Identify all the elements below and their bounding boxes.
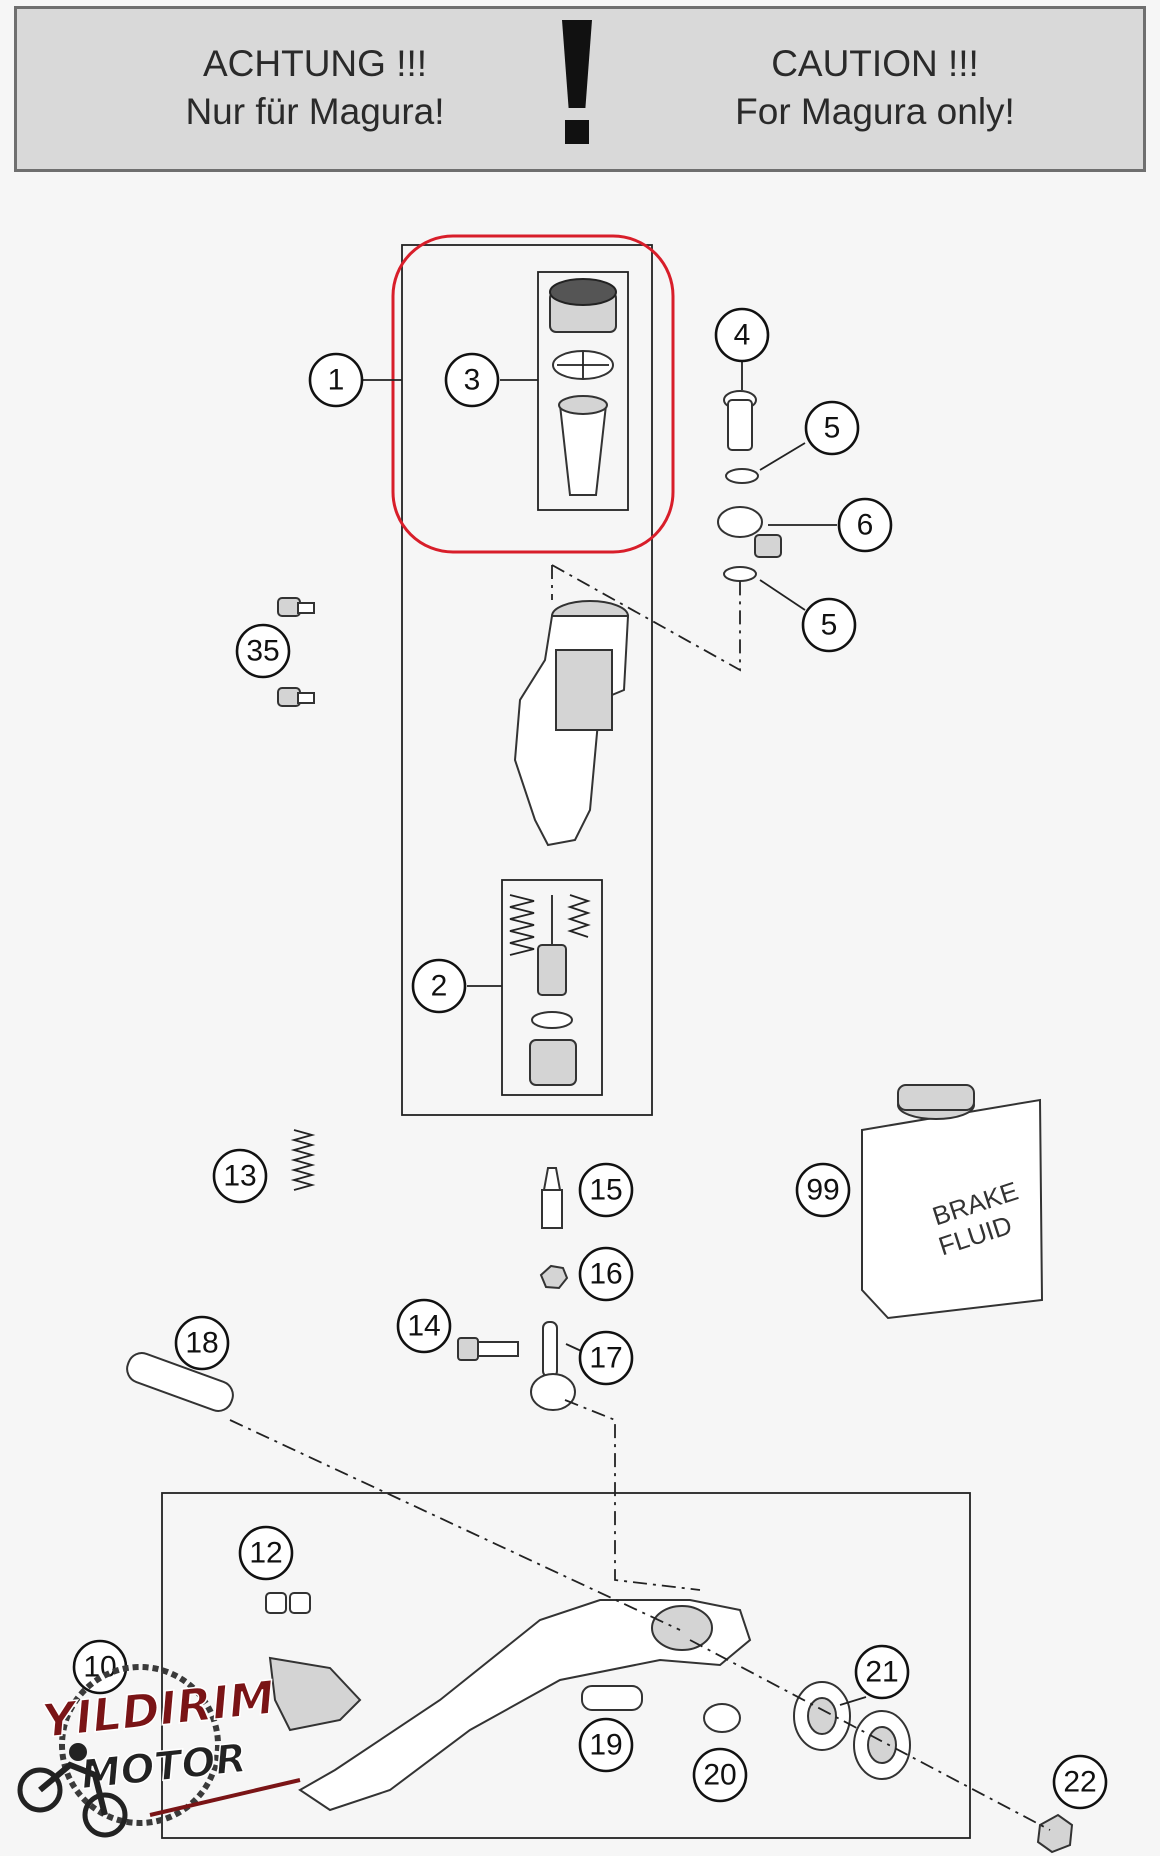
bushing-icon xyxy=(581,1685,643,1711)
svg-text:21: 21 xyxy=(865,1656,898,1689)
brake-fluid-can-icon: BRAKE FLUID xyxy=(861,1084,1044,1320)
svg-text:19: 19 xyxy=(589,1729,622,1762)
callout-17: 17 xyxy=(578,1330,634,1386)
svg-text:22: 22 xyxy=(1063,1766,1096,1799)
reservoir-cap-icon xyxy=(549,278,617,333)
svg-text:6: 6 xyxy=(857,509,874,542)
callout-16: 16 xyxy=(578,1246,634,1302)
watermark-ring-icon xyxy=(59,1664,221,1826)
callout-2: 2 xyxy=(411,958,467,1014)
pedal-pin-icon xyxy=(126,1352,234,1412)
svg-text:12: 12 xyxy=(249,1537,282,1570)
callout-22: 22 xyxy=(1052,1754,1108,1810)
master-cylinder-body-icon xyxy=(513,600,630,847)
callout-19: 19 xyxy=(578,1717,634,1773)
sealing-washer-icon-2 xyxy=(723,566,757,582)
banjo-fitting-icon xyxy=(717,506,782,558)
svg-text:17: 17 xyxy=(589,1342,622,1375)
hex-nut-icon xyxy=(1036,1813,1074,1854)
nut-icon xyxy=(539,1264,569,1290)
callout-18: 18 xyxy=(174,1315,230,1371)
callout-35: 35 xyxy=(235,623,291,679)
reservoir-diaphragm-icon xyxy=(552,350,614,380)
callout-20: 20 xyxy=(692,1747,748,1803)
callout-1: 1 xyxy=(308,352,364,408)
svg-text:5: 5 xyxy=(824,412,841,445)
reservoir-bellow-icon xyxy=(558,395,608,496)
watermark-swoosh-icon xyxy=(149,1778,301,1817)
callout-10: 10 xyxy=(72,1639,128,1695)
leader-line-21 xyxy=(839,1696,867,1706)
svg-text:15: 15 xyxy=(589,1174,622,1207)
piston-kit-frame xyxy=(501,879,603,1096)
highlight-outline xyxy=(391,234,675,554)
axis-line-clevis xyxy=(564,1399,701,1591)
brake-pedal-lever-icon xyxy=(298,1599,752,1812)
svg-text:1: 1 xyxy=(328,364,345,397)
master-cylinder-group-frame xyxy=(401,244,653,1116)
banjo-bolt-icon xyxy=(723,390,757,451)
svg-text:18: 18 xyxy=(185,1327,218,1360)
watermark-logo: YILDIRIM MOTOR xyxy=(17,1664,301,1838)
motorcycle-icon xyxy=(17,1743,128,1838)
svg-text:2: 2 xyxy=(431,970,448,1003)
svg-text:99: 99 xyxy=(806,1174,839,1207)
return-spring-icon xyxy=(290,1129,316,1191)
sealing-washer-icon xyxy=(725,468,759,484)
callout-14: 14 xyxy=(396,1298,452,1354)
exclamation-dot-icon xyxy=(565,120,589,144)
svg-text:35: 35 xyxy=(246,635,279,668)
stop-screw-icon xyxy=(541,1167,563,1229)
piston-spring-icon xyxy=(509,894,591,956)
callout-6: 6 xyxy=(837,497,893,553)
pivot-bolt-icon xyxy=(457,1337,519,1361)
callout-5-upper: 5 xyxy=(804,400,860,456)
svg-text:16: 16 xyxy=(589,1258,622,1291)
callout-5-lower: 5 xyxy=(801,597,857,653)
callout-12: 12 xyxy=(238,1525,294,1581)
pedal-group-frame xyxy=(161,1492,971,1839)
callout-4: 4 xyxy=(714,307,770,363)
callout-21: 21 xyxy=(854,1644,910,1700)
svg-text:14: 14 xyxy=(407,1310,440,1343)
svg-text:20: 20 xyxy=(703,1759,736,1792)
clevis-icon xyxy=(530,1321,576,1411)
spacer-washer-icon xyxy=(703,1703,741,1733)
reservoir-kit-frame xyxy=(537,271,629,511)
svg-text:5: 5 xyxy=(821,609,838,642)
callout-3: 3 xyxy=(444,352,500,408)
caution-note-german: Nur für Magura! xyxy=(185,91,445,132)
leader-line-5b xyxy=(759,579,806,611)
piston-icon xyxy=(529,895,577,1086)
caution-text-english: CAUTION !!! For Magura only! xyxy=(665,40,1085,136)
callout-99: 99 xyxy=(795,1162,851,1218)
svg-text:3: 3 xyxy=(464,364,481,397)
leader-line-5a xyxy=(759,442,806,471)
caution-title-english: CAUTION !!! xyxy=(771,43,979,84)
screw-icon xyxy=(277,597,315,707)
foot-plate-icon xyxy=(268,1656,362,1732)
rubber-buffer-icon xyxy=(265,1592,311,1614)
bearing-icon xyxy=(793,1681,911,1780)
axis-line-pivot xyxy=(689,1639,1051,1831)
caution-text-german: ACHTUNG !!! Nur für Magura! xyxy=(105,40,525,136)
caution-note-english: For Magura only! xyxy=(735,91,1015,132)
svg-text:4: 4 xyxy=(734,319,751,352)
caution-title-german: ACHTUNG !!! xyxy=(202,43,428,84)
watermark-text-line2: MOTOR xyxy=(79,1736,249,1799)
callout-13: 13 xyxy=(212,1148,268,1204)
callout-15: 15 xyxy=(578,1162,634,1218)
axis-line-banjo xyxy=(551,564,741,672)
axis-line-pin xyxy=(229,1419,681,1631)
svg-text:13: 13 xyxy=(223,1160,256,1193)
